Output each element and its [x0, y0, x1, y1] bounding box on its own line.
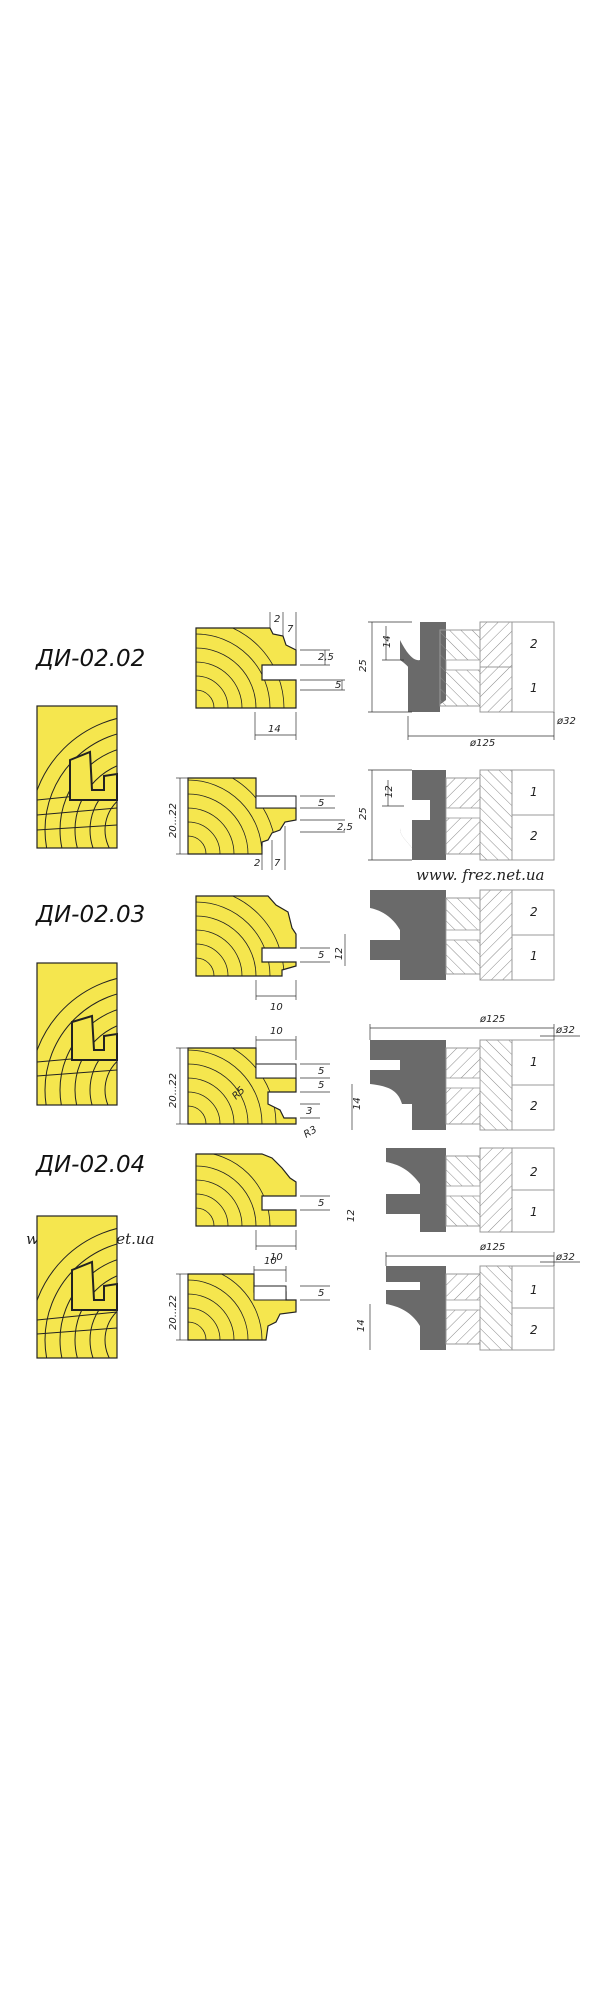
dim-label: 2: [274, 614, 280, 625]
profile-set2-top: 5 12 10: [195, 895, 346, 1013]
dim-label: 5: [335, 680, 341, 691]
cutter-set3-bottom: ø125 ø32 14 1 2: [356, 1242, 580, 1351]
cutter-key-number: 1: [530, 785, 538, 799]
cutter-key-number: 2: [530, 905, 538, 919]
dim-bore: ø32: [555, 1252, 575, 1263]
cutter-set1-bottom: 25 12 1 2: [358, 769, 555, 861]
cutter-set3-top: 2 1: [386, 1147, 555, 1233]
dim-diameter: ø125: [479, 1014, 505, 1025]
cutter-key-number: 2: [530, 1323, 538, 1337]
cutter-key-number: 1: [530, 949, 538, 963]
dim-bore: ø32: [555, 1025, 575, 1036]
sample-icon-di-02-02: [36, 705, 118, 849]
dim-label: 14: [356, 1319, 367, 1332]
profile-set3-bottom: 20...22 10 5: [168, 1256, 330, 1341]
dim-label: 14: [268, 724, 281, 735]
dim-label: 12: [384, 785, 395, 798]
dim-label: 2,5: [318, 652, 334, 663]
cutter-set2-top: 2 1: [370, 889, 555, 981]
dim-label: 7: [287, 624, 294, 635]
dim-label: 5: [318, 1080, 324, 1091]
sample-icon-di-02-04: [36, 1215, 118, 1359]
dim-label: 20...22: [168, 1073, 179, 1108]
dim-label: 5: [318, 1288, 324, 1299]
profile-set3-top: 5 12 10: [195, 1153, 357, 1263]
dim-label: 12: [346, 1209, 357, 1222]
dim-label: 14: [382, 635, 393, 648]
profile-set1-top: 2 7 2,5 5 14: [195, 612, 345, 740]
dim-label: 20...22: [168, 803, 179, 838]
cutter-key-number: 1: [530, 1283, 538, 1297]
dim-label: 2: [254, 858, 260, 869]
watermark-top: www. frez.net.ua: [416, 866, 545, 884]
dim-label: 14: [352, 1097, 363, 1110]
cutter-set1-top: 25 14 2 1 ø125 ø32: [358, 621, 576, 749]
dim-label: 12: [334, 947, 345, 960]
dim-label: R3: [302, 1124, 319, 1140]
dim-label: 3: [306, 1106, 312, 1117]
dim-label: 10: [270, 1252, 283, 1263]
dim-diameter: ø125: [479, 1242, 505, 1253]
dim-label: 7: [274, 858, 281, 869]
dim-label: 5: [318, 798, 324, 809]
cutter-key-number: 1: [530, 1055, 538, 1069]
sample-icon-di-02-03: [36, 962, 118, 1106]
dim-label: 10: [270, 1002, 283, 1013]
dim-label: 25: [358, 807, 369, 820]
dim-label: 10: [270, 1026, 283, 1037]
dim-label: 25: [358, 659, 369, 672]
dim-label: 2,5: [337, 822, 353, 833]
dim-label: 5: [318, 1198, 324, 1209]
cutter-key-number: 2: [530, 1099, 538, 1113]
model-title-di-02-02: ДИ-02.02: [36, 646, 146, 672]
cutter-set2-bottom: ø125 ø32 14 1 2: [351, 1014, 580, 1131]
cutter-key-number: 1: [530, 1205, 538, 1219]
dim-label: 10: [264, 1256, 277, 1267]
cutter-key-number: 2: [530, 637, 538, 651]
model-title-di-02-04: ДИ-02.04: [36, 1152, 146, 1178]
dim-label: 5: [318, 950, 324, 961]
dim-label: 5: [318, 1066, 324, 1077]
model-title-di-02-03: ДИ-02.03: [36, 902, 146, 928]
cutter-key-number: 2: [530, 829, 538, 843]
profile-set1-bottom: 20...22 5 2,5 7 2: [168, 777, 353, 870]
dim-label: 20...22: [168, 1295, 179, 1330]
cutter-key-number: 2: [530, 1165, 538, 1179]
cutter-key-number: 1: [530, 681, 538, 695]
profile-set2-bottom: 20...22 10 5 5 R5 3 R3: [168, 1026, 330, 1141]
dim-bore: ø32: [556, 716, 576, 727]
dim-diameter: ø125: [469, 738, 495, 749]
